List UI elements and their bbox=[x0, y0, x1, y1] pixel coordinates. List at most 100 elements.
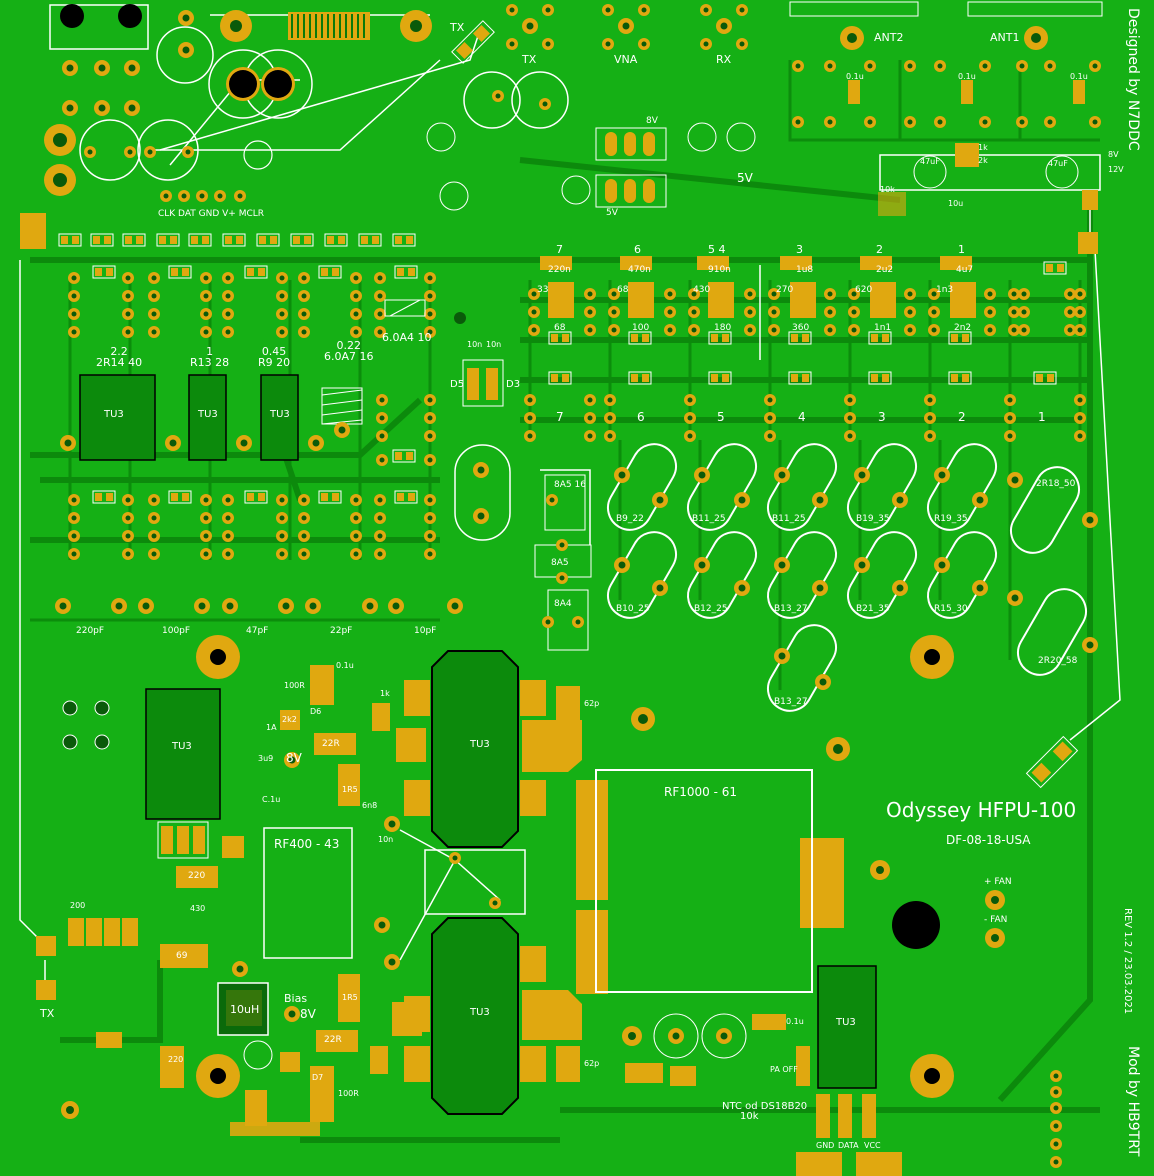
section-7: 7 bbox=[556, 410, 564, 424]
cap-100pf: 100pF bbox=[162, 626, 191, 636]
gnd-label: GND bbox=[816, 1141, 835, 1150]
core-10: B21_35 bbox=[856, 604, 890, 614]
tu3-4: TU3 bbox=[172, 741, 192, 752]
ant1-label: ANT1 bbox=[990, 31, 1020, 44]
band-cap-7: 220n bbox=[548, 265, 571, 275]
band-rt-1: 1n3 bbox=[936, 285, 954, 295]
band-cap-6: 470n bbox=[628, 265, 651, 275]
band-rt-7: 33 bbox=[537, 285, 549, 295]
band-2: 2 bbox=[876, 243, 883, 256]
cap-10pf: 10pF bbox=[414, 626, 437, 636]
band-rb-7: 68 bbox=[554, 323, 566, 333]
tu3-1: TU3 bbox=[104, 409, 124, 420]
band-3: 3 bbox=[796, 243, 803, 256]
pa-res-1k: 1k bbox=[380, 689, 390, 698]
rx-port-label: RX bbox=[716, 53, 732, 66]
pa-ind-3u9: 3u9 bbox=[258, 754, 274, 763]
pa-cap-62p-a: 62p bbox=[584, 699, 600, 708]
band-rb-1: 2n2 bbox=[954, 323, 972, 333]
pa-cap-c1u: C.1u bbox=[262, 795, 281, 804]
cap-10u: 10u bbox=[948, 199, 964, 208]
res-1k: 1k bbox=[978, 143, 988, 152]
pa-res-100r-a: 100R bbox=[284, 681, 305, 690]
band-rt-6: 68 bbox=[617, 285, 629, 295]
cap-10n-b: 10n bbox=[486, 340, 502, 349]
fan-plus-label: + FAN bbox=[984, 877, 1012, 887]
cap-47uf-a: 47uF bbox=[920, 157, 940, 166]
ntc-cap: 0.1u bbox=[786, 1017, 804, 1026]
tu3-2: TU3 bbox=[198, 409, 218, 420]
band-cap-5: 910n bbox=[708, 265, 731, 275]
pa-res-22r-a: 22R bbox=[322, 739, 340, 749]
band-rb-5: 180 bbox=[714, 323, 732, 333]
rail-12v-top: 12V bbox=[1108, 165, 1124, 174]
ntc-label: NTC od DS18B20 bbox=[722, 1101, 808, 1112]
board-title: Odyssey HFPU-100 bbox=[886, 798, 1077, 822]
diode-d3: D3 bbox=[506, 379, 521, 390]
tuner-inductor-5: 6.0A4 10 bbox=[382, 331, 432, 344]
ant-cap-2: 0.1u bbox=[958, 72, 976, 81]
modder-credit: Mod by HB9TRT bbox=[1125, 1046, 1141, 1157]
tu3-7: TU3 bbox=[836, 1017, 856, 1028]
band-7: 7 bbox=[556, 243, 563, 256]
tx-left-label: TX bbox=[40, 1007, 55, 1020]
data-label: DATA bbox=[838, 1141, 859, 1150]
band-1: 1 bbox=[958, 243, 965, 256]
core-4: B19_35 bbox=[856, 514, 890, 524]
pa-res-1r5-b: 1R5 bbox=[342, 993, 358, 1002]
choke-10uh: 10uH bbox=[230, 1003, 260, 1016]
rail-8v-b: 8V bbox=[646, 116, 658, 126]
core-1: B9_22 bbox=[616, 514, 644, 524]
bias-label: Bias bbox=[284, 992, 308, 1005]
tuner-inductor-2: 1 R13 28 bbox=[190, 345, 230, 369]
core-6: 2R18_50 bbox=[1036, 479, 1076, 489]
band-rt-3: 270 bbox=[776, 285, 794, 295]
tu3-6: TU3 bbox=[470, 1007, 490, 1018]
core-11: R15_30 bbox=[934, 604, 968, 614]
tuner-inductor-3: 0.45 R9 20 bbox=[258, 345, 291, 369]
ant-cap-1: 0.1u bbox=[846, 72, 864, 81]
pa-res-430: 430 bbox=[190, 904, 206, 913]
ant-cap-3: 0.1u bbox=[1070, 72, 1088, 81]
small-core-3: 8A4 bbox=[554, 599, 572, 609]
band-rb-3: 360 bbox=[792, 323, 810, 333]
section-4: 4 bbox=[798, 410, 806, 424]
section-3: 3 bbox=[878, 410, 886, 424]
pa-fuse-1a: 1A bbox=[266, 723, 277, 732]
pa-res-22r-b: 22R bbox=[324, 1035, 342, 1045]
tx-port-label: TX bbox=[522, 53, 537, 66]
pa-res-100r-b: 100R bbox=[338, 1089, 359, 1098]
designer-credit: Designed by N7DDC bbox=[1125, 8, 1141, 151]
core-9: B13_27 bbox=[774, 604, 808, 614]
pa-cap-6n8: 6n8 bbox=[362, 801, 378, 810]
cap-10n-a: 10n bbox=[467, 340, 483, 349]
prog-header-label: CLK DAT GND V+ MCLR bbox=[158, 209, 265, 219]
section-6: 6 bbox=[637, 410, 645, 424]
diode-d5: D5 bbox=[450, 379, 465, 390]
pa-res-220-b: 220 bbox=[168, 1055, 184, 1064]
rail-5v: 5V bbox=[737, 171, 753, 185]
band-rb-6: 100 bbox=[632, 323, 650, 333]
core-2: B11_25 bbox=[692, 514, 726, 524]
core-12: 2R20_58 bbox=[1038, 656, 1078, 666]
driver-transformer: RF400 - 43 bbox=[274, 837, 340, 851]
tu3-3: TU3 bbox=[270, 409, 290, 420]
final-transformer: RF1000 - 61 bbox=[664, 785, 738, 799]
section-1: 1 bbox=[1038, 410, 1046, 424]
band-rb-2: 1n1 bbox=[874, 323, 892, 333]
pa-diode-d7: D7 bbox=[312, 1073, 324, 1082]
revision-label: REV 1.2 / 23.03.2021 bbox=[1122, 908, 1133, 1015]
section-2: 2 bbox=[958, 410, 966, 424]
band-5-4: 5 4 bbox=[708, 243, 726, 256]
band-cap-2: 2u2 bbox=[876, 265, 894, 275]
rail-8v-mid: 8V bbox=[286, 751, 302, 765]
pa-diode-d6: D6 bbox=[310, 707, 322, 716]
band-rt-5: 430 bbox=[693, 285, 711, 295]
tu3-5: TU3 bbox=[470, 739, 490, 750]
core-3: B11_25 bbox=[772, 514, 806, 524]
vcc-label: VCC bbox=[864, 1141, 881, 1150]
pa-res-1r5-a: 1R5 bbox=[342, 785, 358, 794]
core-13: B13_27 bbox=[774, 697, 808, 707]
pa-res-220: 220 bbox=[188, 871, 206, 881]
